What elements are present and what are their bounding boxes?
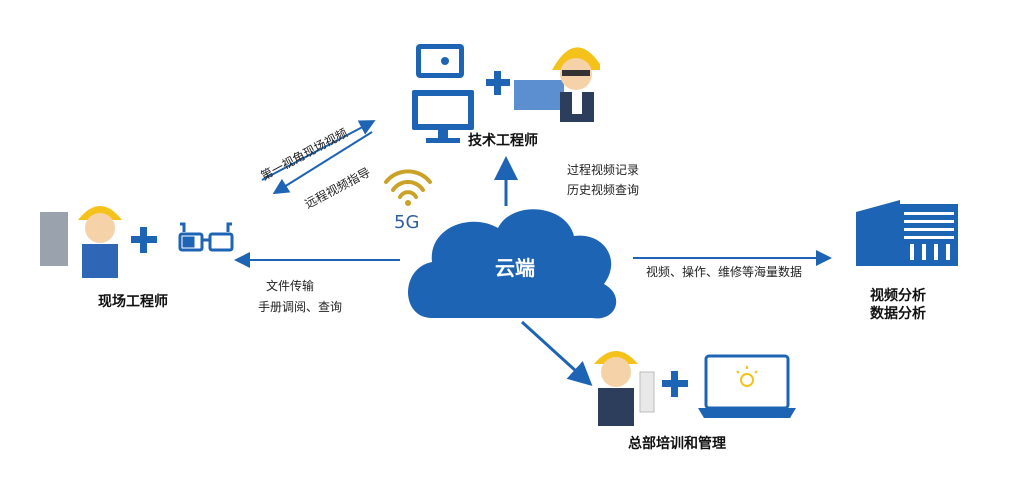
network-5g-label: 5G <box>394 212 420 233</box>
smart-glasses-icon <box>178 222 234 252</box>
wifi-icon <box>384 169 432 206</box>
arrow-cloud-to-hq <box>520 320 593 387</box>
cloud-label: 云端 <box>495 256 535 280</box>
arrow-tech-to-field <box>272 131 373 195</box>
plus-icon <box>486 71 510 95</box>
field-engineer-avatar <box>40 206 122 278</box>
tech-engineer-avatar <box>514 47 600 122</box>
hq-manager-avatar <box>594 351 655 426</box>
server-rack-icon <box>856 200 958 266</box>
field-engineer-label: 现场工程师 <box>98 294 168 310</box>
plus-icon <box>662 371 688 397</box>
history-query-label: 历史视频查询 <box>567 183 640 197</box>
hq-label: 总部培训和管理 <box>628 436 726 452</box>
mass-data-label: 视频、操作、维修等海量数据 <box>646 265 803 279</box>
tech-engineer-label: 技术工程师 <box>468 133 538 149</box>
data-analysis-label: 数据分析 <box>870 306 926 322</box>
laptop-idea-icon <box>698 354 796 418</box>
arrow-field-to-tech <box>261 120 376 181</box>
tablet-touch-icon <box>416 44 464 78</box>
cloud-shape <box>408 209 617 319</box>
monitor-icon <box>412 90 474 143</box>
manual-lookup-label: 手册调阅、查询 <box>258 300 343 314</box>
video-analysis-label: 视频分析 <box>870 288 926 304</box>
plus-icon <box>131 227 157 253</box>
process-record-label: 过程视频记录 <box>567 163 640 177</box>
file-transfer-label: 文件传输 <box>266 279 315 293</box>
